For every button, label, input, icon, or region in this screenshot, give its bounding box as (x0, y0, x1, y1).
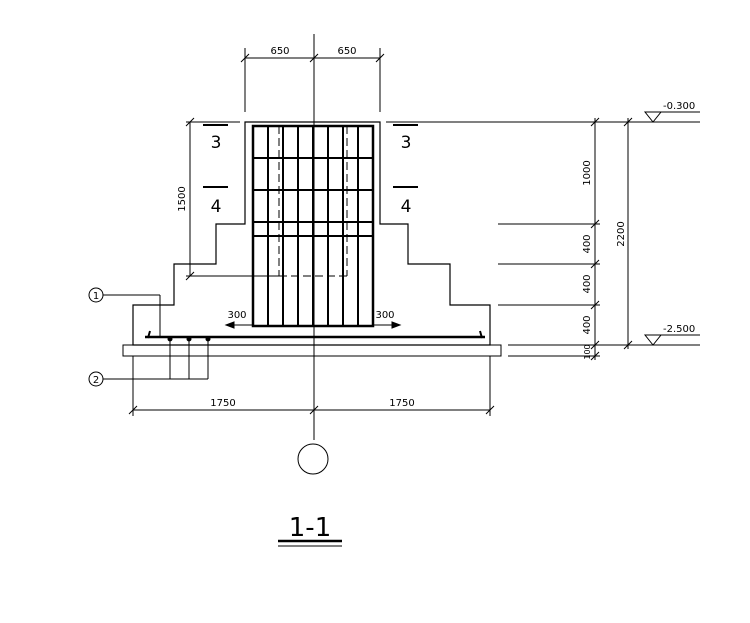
callout-2: 2 (88, 339, 209, 387)
bottom-reinforcement (145, 330, 485, 342)
dashed-lines (278, 126, 348, 277)
bottom-dimension: 1750 1750 (128, 356, 495, 416)
bedding-layer (122, 344, 502, 357)
right-dimensions: 1000 400 400 400 100 (386, 117, 600, 361)
right-dim-400-a: 400 (582, 234, 593, 253)
column-vertical-bars (267, 126, 359, 326)
section-mark-4-left: 4 (211, 197, 222, 217)
bottom-dim-right: 1750 (389, 398, 414, 409)
column-stirrups (253, 157, 373, 237)
top-dim-right: 650 (337, 46, 356, 57)
section-title-text: 1-1 (289, 513, 331, 543)
section-title: 1-1 (278, 513, 342, 547)
side-width-left: 300 (227, 310, 246, 321)
top-dim-left: 650 (270, 46, 289, 57)
callout-1: 1 (88, 287, 161, 337)
side-width-arrows: 300 300 (224, 310, 402, 329)
callout-1-label: 1 (93, 291, 99, 302)
elevation-top: -0.300 (663, 101, 695, 112)
left-dimension: 1500 (177, 117, 279, 281)
section-mark-3-right: 3 (401, 133, 412, 153)
section-marks: 3 4 3 4 (203, 124, 418, 217)
callout-2-label: 2 (93, 375, 99, 386)
elevation-bottom: -2.500 (663, 324, 695, 335)
section-mark-3-left: 3 (211, 133, 222, 153)
right-dim-1000: 1000 (582, 160, 593, 185)
total-dimension: 2200 (600, 117, 700, 350)
right-dim-400-b: 400 (582, 274, 593, 293)
top-dimension: 650 650 (240, 46, 385, 112)
section-mark-4-right: 4 (401, 197, 412, 217)
elevation-marks: -0.300 -2.500 (643, 101, 700, 346)
total-dim-2200: 2200 (616, 221, 627, 246)
foundation-outline (132, 121, 491, 346)
bottom-dim-left: 1750 (210, 398, 235, 409)
left-dim-1500: 1500 (177, 186, 188, 211)
right-dim-400-c: 400 (582, 315, 593, 334)
right-dim-100: 100 (583, 344, 592, 359)
axis-bubble (297, 443, 329, 475)
side-width-right: 300 (375, 310, 394, 321)
